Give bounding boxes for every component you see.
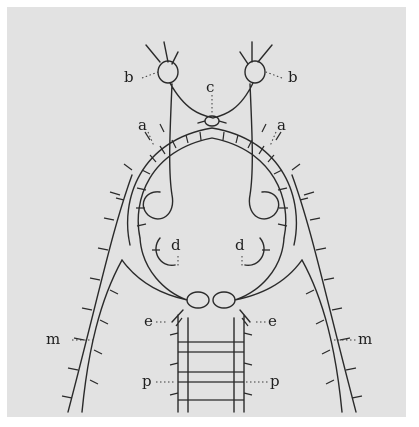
label-d-right: d [235,236,245,254]
label-m-left: m [46,330,60,348]
right-antennal-ganglion [213,42,272,118]
right-lateral-nerve [292,175,362,412]
label-c: c [206,78,214,96]
label-e-right: e [268,312,277,330]
nerve-ring [116,124,308,245]
lateral-connectives [122,260,302,300]
label-a-right: a [277,116,286,134]
leader-lines [72,72,356,382]
left-antennal-ganglion [146,42,213,118]
left-lateral-nerve [62,175,132,412]
label-e-left: e [144,312,153,330]
label-b-left: b [124,68,134,86]
label-d-left: d [171,236,181,254]
label-p-right: p [270,372,280,390]
label-b-right: b [288,68,298,86]
label-m-right: m [358,330,372,348]
lower-loops [152,238,270,265]
subesophageal-ganglia [140,238,284,326]
label-p-left: p [142,372,152,390]
label-a-left: a [138,116,147,134]
ventral-nerve-cord [170,315,252,412]
